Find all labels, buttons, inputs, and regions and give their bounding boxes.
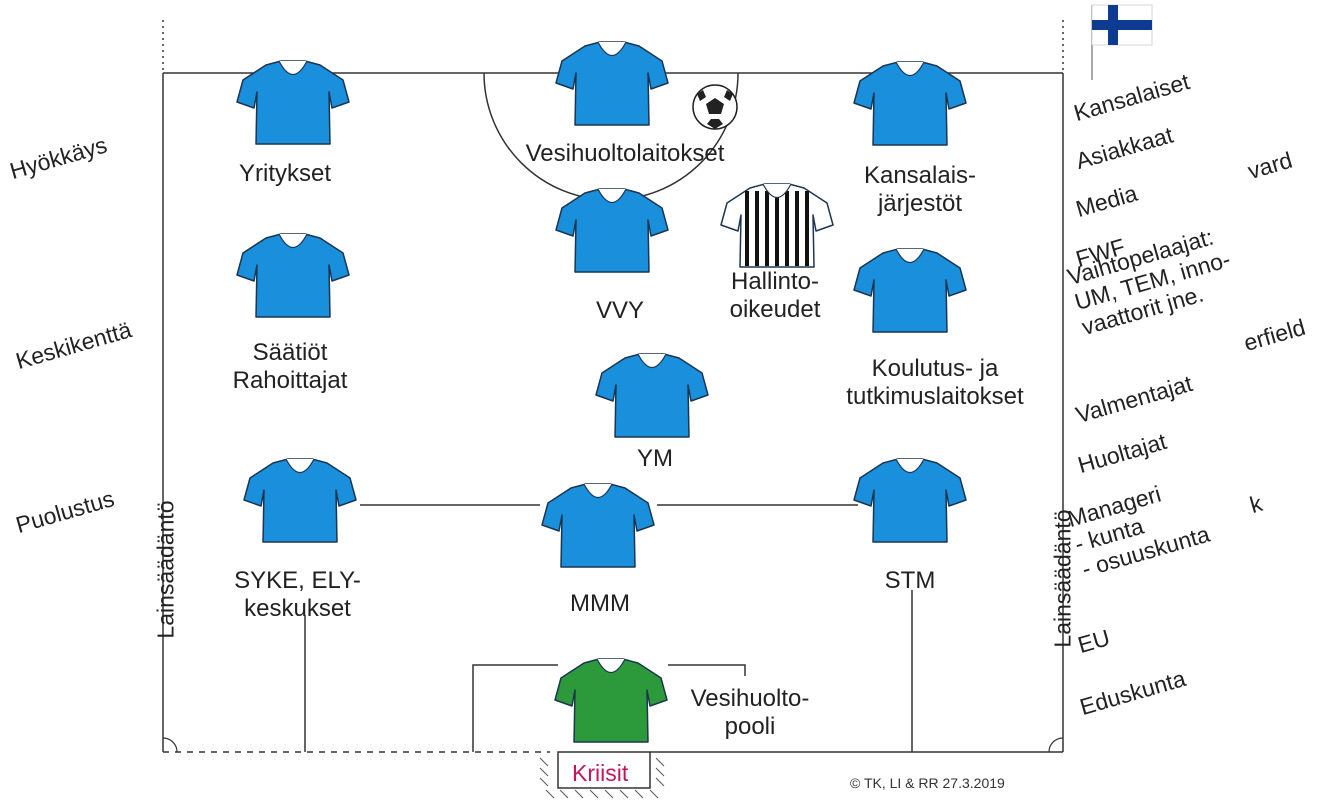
shirt-ym (595, 353, 709, 438)
player-koulutus: Koulutus- ja tutkimuslaitokset (846, 355, 1024, 410)
shirt-hallinto-oikeudet (720, 183, 834, 268)
player-kansalaisjarjestot: Kansalais- järjestöt (863, 162, 977, 217)
shirt-saatiot (236, 233, 350, 318)
player-yritykset: Yritykset (238, 160, 331, 187)
shirt-syke (243, 458, 357, 543)
player-saatiot: Säätiöt Rahoittajat (232, 339, 348, 394)
player-stm: STM (884, 567, 936, 594)
player-vvy: VVY (595, 297, 645, 324)
shirt-kansalaisjarjestot (853, 61, 967, 146)
shirt-vesihuoltolaitokset (555, 41, 669, 126)
player-vesihuoltopooli: Vesihuolto- pooli (690, 685, 810, 740)
finland-flag-icon (1091, 4, 1153, 80)
shirt-vesihuoltopooli (554, 658, 668, 743)
crisis-label: Kriisit (572, 760, 629, 786)
player-mmm: MMM (570, 590, 630, 617)
copyright: © TK, LI & RR 27.3.2019 (850, 775, 1005, 791)
player-hallinto-oikeudet: Hallinto- oikeudet (729, 268, 821, 323)
shirt-vvy (555, 188, 669, 273)
player-ym: YM (637, 445, 673, 472)
shirt-stm (853, 458, 967, 543)
player-syke: SYKE, ELY- keskukset (234, 567, 361, 622)
football-icon (692, 84, 738, 130)
shirt-koulutus (853, 248, 967, 333)
player-vesihuoltolaitokset: Vesihuoltolaitokset (525, 140, 725, 167)
legislation-left-label: Lainsäädäntö (152, 500, 179, 639)
shirt-mmm (541, 483, 655, 568)
shirt-yritykset (236, 60, 350, 145)
